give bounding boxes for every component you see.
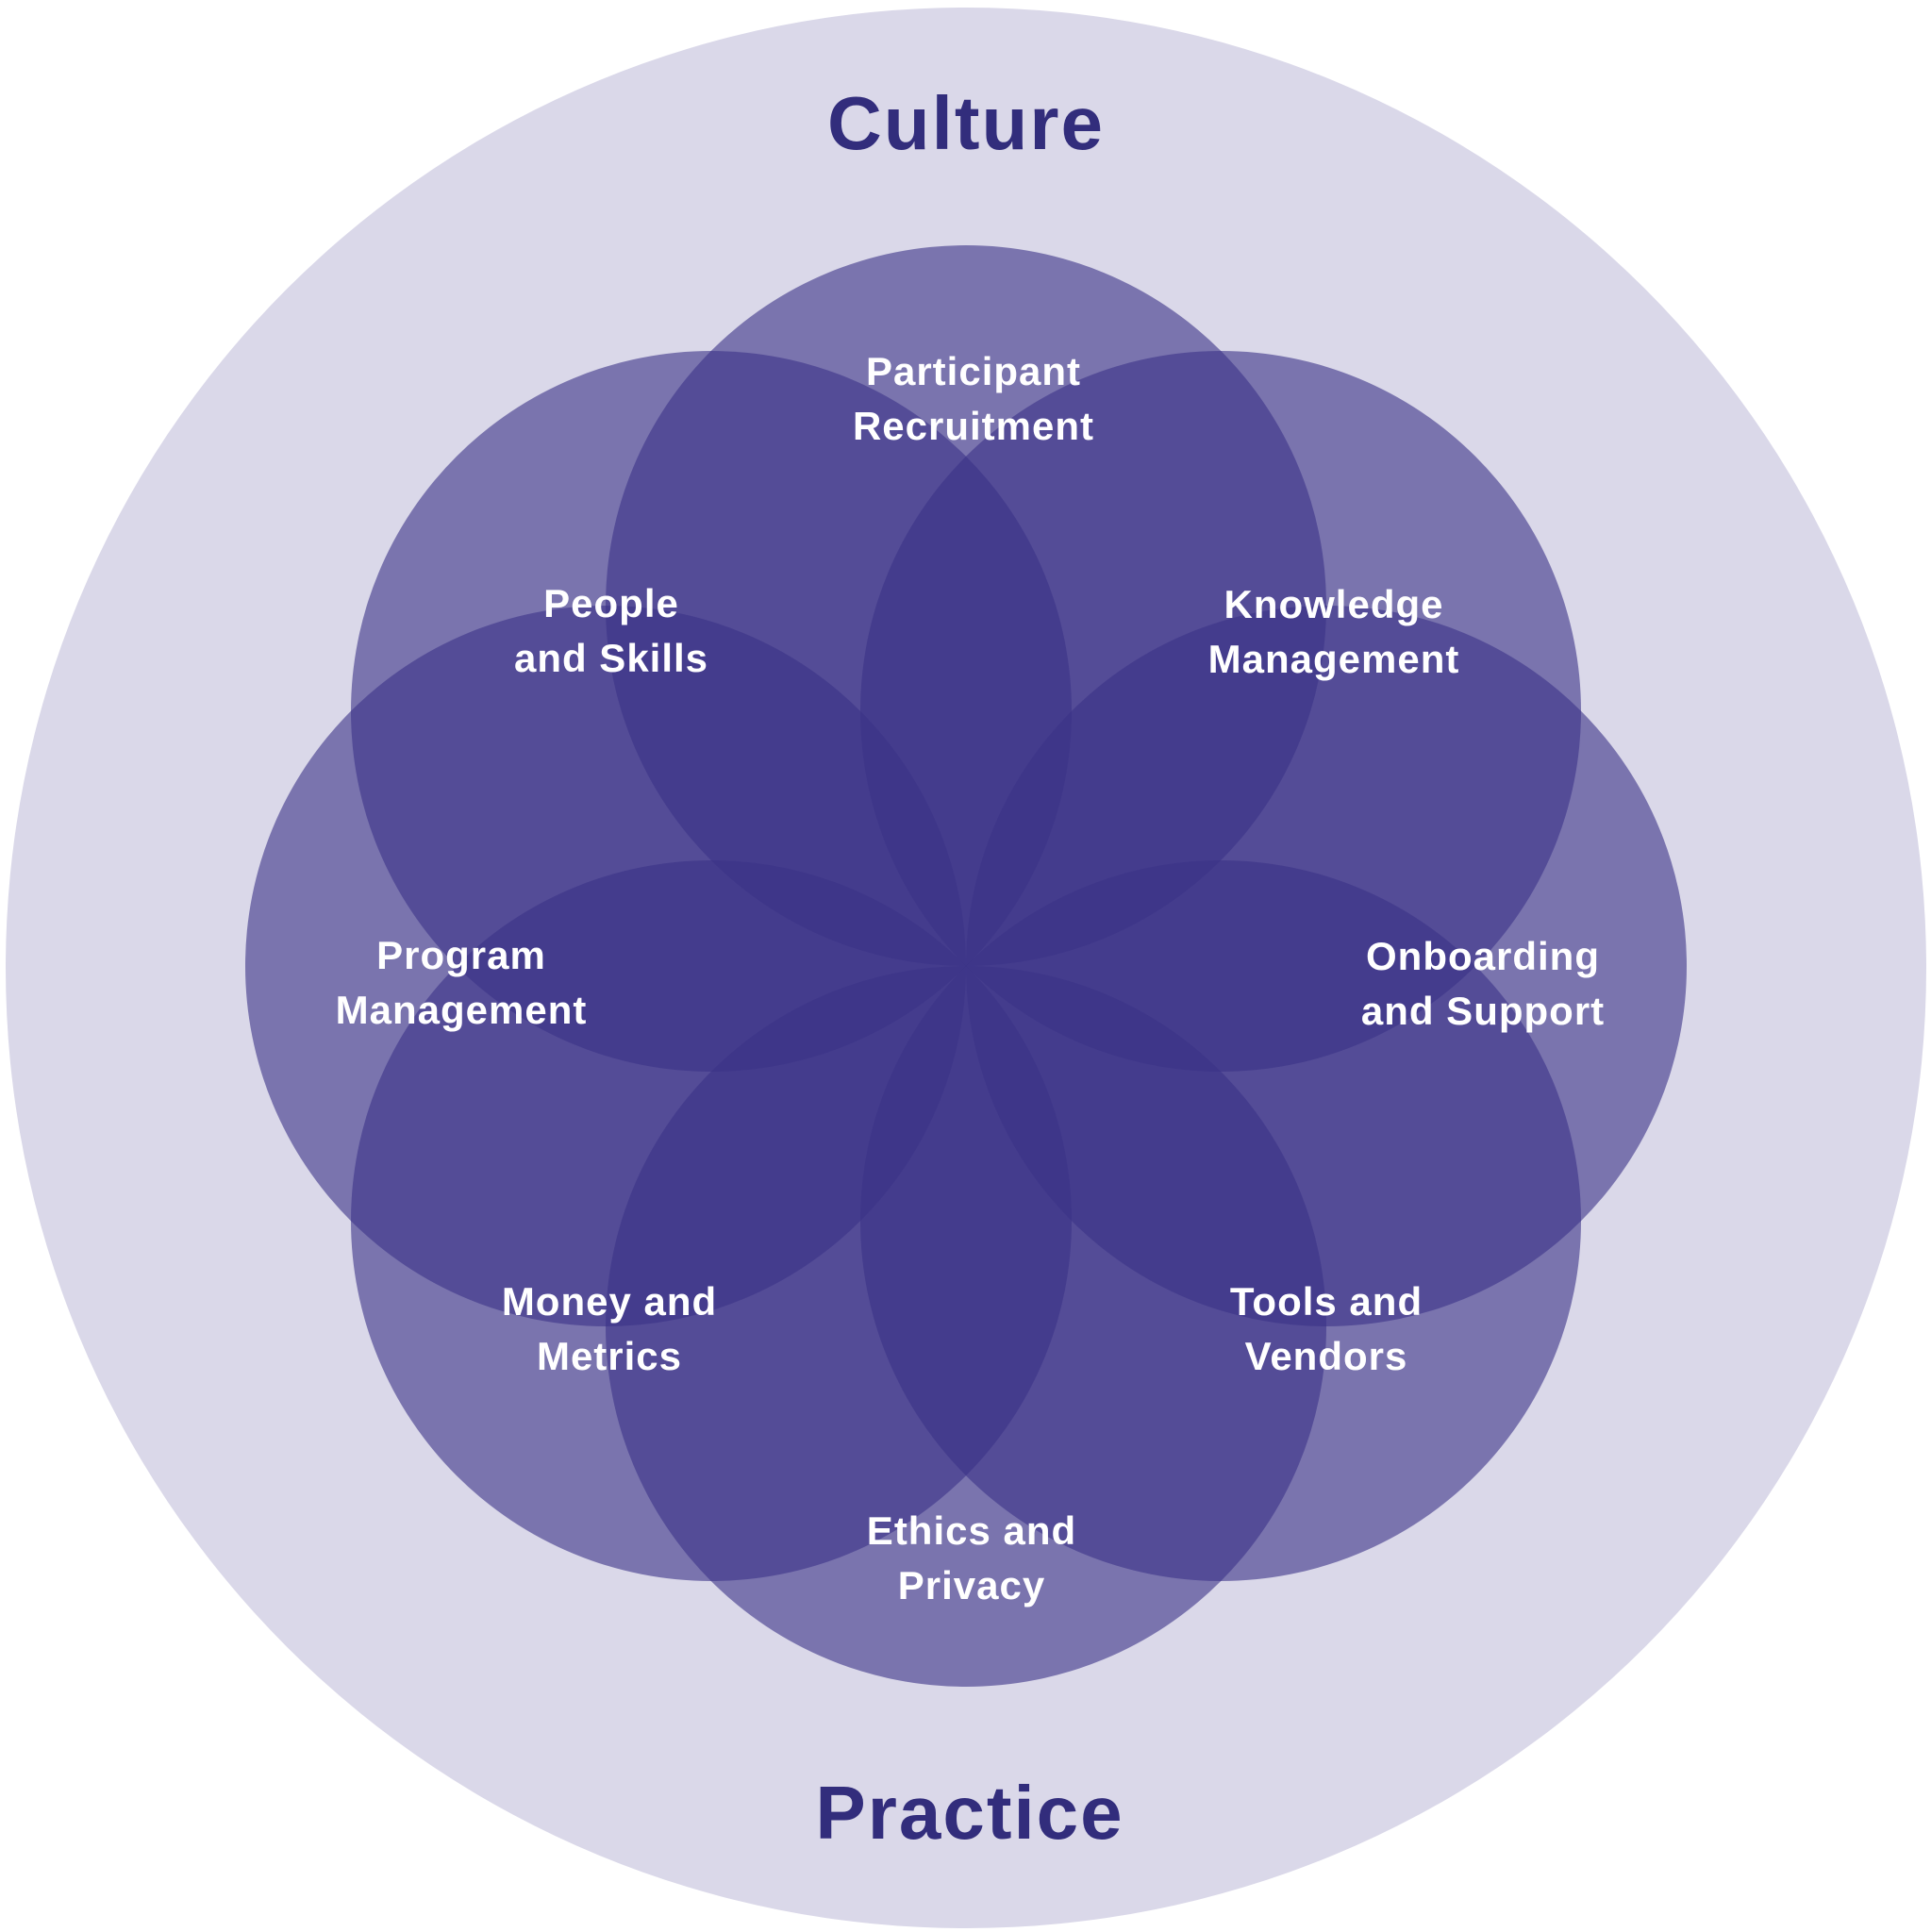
petal-label-onboarding-and-support: Onboarding and Support — [1360, 934, 1606, 1033]
petal-label-ethics-and-privacy: Ethics and Privacy — [866, 1508, 1077, 1607]
petal-label-knowledge-management: Knowledge Management — [1207, 582, 1460, 681]
culture-label: Culture — [827, 81, 1105, 165]
petal-circle-northwest — [351, 351, 1072, 1072]
practice-label: Practice — [815, 1771, 1124, 1855]
petal-label-program-management: Program Management — [335, 933, 588, 1032]
petal-label-money-and-metrics: Money and Metrics — [501, 1279, 718, 1378]
petal-label-participant-recruitment: Participant Recruitment — [852, 349, 1095, 448]
petal-label-tools-and-vendors: Tools and Vendors — [1229, 1279, 1423, 1378]
petal-label-people-and-skills: People and Skills — [513, 581, 709, 680]
